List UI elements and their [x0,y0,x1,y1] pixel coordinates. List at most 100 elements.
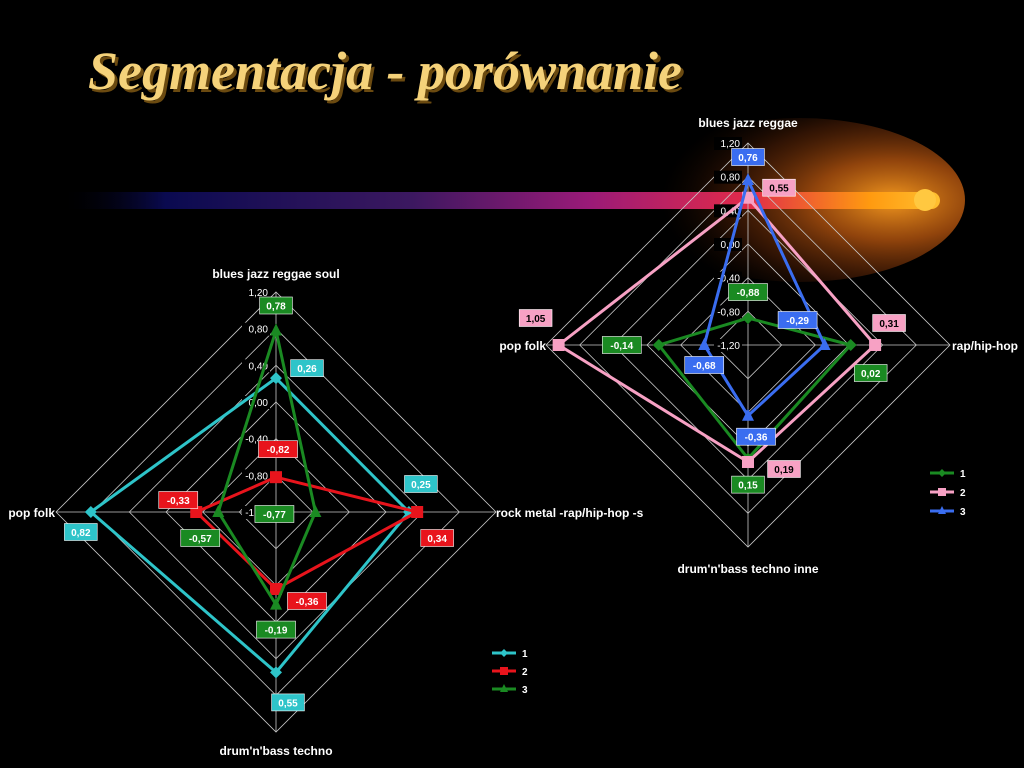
data-label: 0,76 [738,153,758,164]
series-line [89,376,411,674]
data-label: 0,02 [861,369,881,380]
data-label-box [287,592,327,610]
axis-label: blues jazz reggae soul [212,267,339,281]
legend-marker [500,649,508,657]
legend-entry: 1 [960,469,966,480]
legend-entry: 3 [522,685,528,696]
legend-entry: 2 [522,667,528,678]
data-label-box [731,148,765,166]
tick-label-bg [714,339,742,352]
data-marker [742,312,754,325]
data-marker [270,323,282,336]
tick-label: 0,80 [721,173,741,184]
tick-label: 1,20 [721,139,741,150]
data-marker [552,339,565,351]
data-label: 0,78 [266,302,286,313]
data-label-box [271,693,305,712]
data-marker [212,505,225,517]
data-label-box [158,491,199,509]
data-label-box [684,356,725,374]
tick-label: -1,20 [717,341,740,352]
data-label-box [767,460,801,478]
data-label: -0,36 [296,597,319,608]
tick-label-bg [242,322,270,336]
data-label-box [601,336,642,354]
data-marker [818,338,831,350]
tick-label: 0,00 [249,398,269,409]
data-label: -0,19 [265,626,288,637]
data-marker [270,372,282,385]
data-label-box [64,523,98,541]
data-label: -0,57 [189,534,212,545]
legend-marker [500,684,508,692]
axis-label: rap/hip-hop [952,339,1018,353]
data-label: 0,55 [769,184,789,195]
data-label-box [404,475,438,493]
data-label-box [728,283,768,301]
axis-label: pop folk [8,506,55,520]
tick-label-bg [714,137,742,150]
data-label: 0,15 [738,481,758,492]
data-label: 0,82 [71,528,91,539]
data-label: -0,77 [263,510,286,521]
data-marker [270,583,282,595]
data-label-box [762,178,796,197]
data-marker [270,666,282,679]
legend-marker [938,469,946,477]
data-marker [652,339,665,351]
data-label-box [258,440,298,458]
data-label: 1,05 [526,314,546,325]
legend-marker [938,488,946,496]
data-label-box [736,427,776,446]
tick-label: 0,80 [249,325,269,336]
tick-label-bg [714,238,742,251]
legend-entry: 1 [522,649,528,660]
data-label-box [872,314,906,332]
data-label-box [518,309,553,327]
data-label-box [777,311,818,329]
data-marker [270,471,282,484]
axis-label: drum'n'bass techno inne [677,562,818,576]
axis-label: drum'n'bass techno [219,744,332,758]
tick-label-bg [242,469,270,483]
comet-beam [60,192,940,209]
tick-label-bg [714,305,742,319]
data-marker [84,506,97,518]
data-label-box [259,296,293,315]
data-marker [742,173,754,186]
data-marker [411,506,424,518]
data-label: 0,55 [278,698,298,709]
data-marker [844,339,857,351]
data-label: -0,33 [167,496,190,507]
axis-label: rock metal -rap/hip-hop -s [496,506,644,520]
data-marker [869,339,882,351]
data-label: 0,25 [411,480,431,491]
data-label: -0,68 [693,361,716,372]
data-marker [742,408,754,421]
data-label: -0,88 [737,288,760,299]
data-label: -0,36 [745,433,768,444]
legend-entry: 2 [960,488,966,499]
comet-head [914,189,936,211]
data-label-box [420,529,454,547]
data-label: 0,19 [774,465,794,476]
data-label-box [180,529,221,547]
data-label: 0,26 [297,364,317,375]
tick-label: -0,80 [245,471,268,482]
data-label: 0,31 [879,319,899,330]
data-label-box [290,359,324,377]
slide-title: Segmentacja - porównanie [88,41,683,101]
data-marker [270,597,282,610]
axis-label: blues jazz reggae [698,116,798,130]
axis-label: pop folk [499,339,546,353]
data-marker [190,506,203,518]
data-label-box [853,364,888,382]
tick-label: 1,20 [249,288,269,299]
data-marker [698,338,711,350]
data-label-box [256,620,296,639]
legend-marker [938,506,946,514]
legend-marker [500,667,508,675]
